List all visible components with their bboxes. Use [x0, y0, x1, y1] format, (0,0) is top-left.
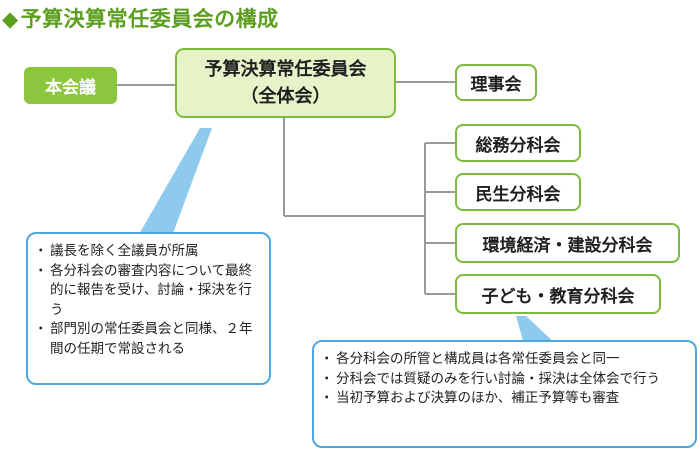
subcommittee-node-minsei: 民生分科会 — [455, 173, 581, 211]
subcommittee-callout-pointer — [516, 316, 556, 344]
plenary-notes-list: 議長を除く全議員が所属 各分科会の審査内容について最終的に報告を受け、討論・採決… — [34, 242, 265, 359]
note-item: 分科会では質疑のみを行い討論・採決は全体会で行う — [320, 370, 691, 390]
main-committee-node: 予算決算常任委員会 （全体会） — [175, 48, 396, 118]
subcommittee-label: 環境経済・建設分科会 — [482, 235, 653, 256]
subcommittee-node-kankyo: 環境経済・建設分科会 — [455, 223, 680, 263]
subcommittee-label: 総務分科会 — [475, 135, 561, 156]
note-item: 部門別の常任委員会と同様、２年間の任期で常設される — [34, 320, 265, 359]
rijikai-label: 理事会 — [470, 75, 522, 95]
plenary-callout-pointer — [138, 128, 212, 236]
diagram-title-text: 予算決算常任委員会の構成 — [20, 7, 279, 31]
note-item: 各分科会の所管と構成員は各常任委員会と同一 — [320, 350, 691, 370]
subcommittee-label: 子ども・教育分科会 — [481, 286, 635, 307]
plenary-notes-box: 議長を除く全議員が所属 各分科会の審査内容について最終的に報告を受け、討論・採決… — [26, 232, 271, 385]
honkaigi-label: 本会議 — [45, 78, 96, 98]
subcommittee-notes-list: 各分科会の所管と構成員は各常任委員会と同一 分科会では質疑のみを行い討論・採決は… — [320, 350, 691, 409]
note-item: 当初予算および決算のほか、補正予算等も審査 — [320, 389, 691, 409]
subcommittee-notes-box: 各分科会の所管と構成員は各常任委員会と同一 分科会では質疑のみを行い討論・採決は… — [312, 340, 697, 448]
main-committee-sublabel: （全体会） — [240, 86, 331, 107]
note-item: 議長を除く全議員が所属 — [34, 242, 265, 262]
honkaigi-node: 本会議 — [24, 67, 117, 104]
rijikai-node: 理事会 — [455, 64, 537, 101]
subcommittee-label: 民生分科会 — [475, 184, 561, 205]
diamond-bullet-icon: ◆ — [2, 7, 19, 31]
subcommittee-node-soumu: 総務分科会 — [455, 124, 581, 162]
subcommittee-node-kodomo: 子ども・教育分科会 — [455, 274, 661, 314]
diagram-title: ◆予算決算常任委員会の構成 — [2, 3, 279, 33]
main-committee-label: 予算決算常任委員会 — [204, 59, 367, 80]
note-item: 各分科会の審査内容について最終的に報告を受け、討論・採決を行う — [34, 262, 265, 321]
